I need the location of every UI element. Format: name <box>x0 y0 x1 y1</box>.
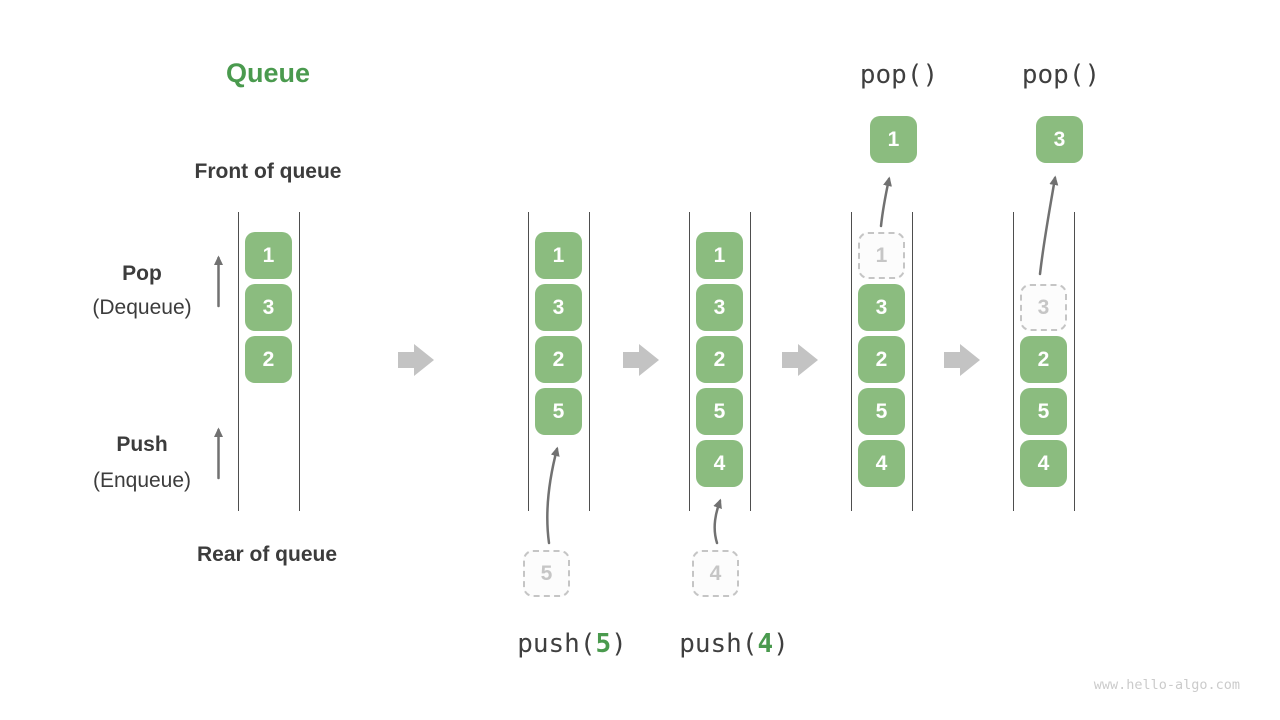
pop-1-arrow-icon <box>879 176 892 228</box>
op-text: ) <box>611 629 627 659</box>
pop-3-arrow-icon <box>1038 175 1059 276</box>
queue-cell: 4 <box>858 440 905 487</box>
queue-cell: 2 <box>245 336 292 383</box>
push-4-operation-label: push(4) <box>679 629 789 659</box>
incoming-cell: 4 <box>692 550 739 597</box>
op-text: push( <box>679 629 758 659</box>
queue-wall <box>911 212 913 511</box>
rear-of-queue-label: Rear of queue <box>196 543 338 566</box>
queue-cell: 1 <box>245 232 292 279</box>
queue-cell: 2 <box>696 336 743 383</box>
op-arg: 5 <box>595 629 612 659</box>
queue-cell: 2 <box>1020 336 1067 383</box>
popped-cell: 3 <box>1036 116 1083 163</box>
push-label: Push <box>116 433 168 456</box>
queue-cell: 5 <box>696 388 743 435</box>
queue-wall <box>1012 212 1014 511</box>
pop-operation-label: pop() <box>859 60 939 90</box>
ghost-cell: 1 <box>858 232 905 279</box>
queue-cell: 5 <box>858 388 905 435</box>
queue-cell: 3 <box>696 284 743 331</box>
queue-cell: 3 <box>535 284 582 331</box>
incoming-cell: 5 <box>523 550 570 597</box>
queue-wall <box>1073 212 1075 511</box>
queue-cell: 3 <box>858 284 905 331</box>
queue-cell: 4 <box>696 440 743 487</box>
queue-cell: 5 <box>535 388 582 435</box>
queue-cell: 3 <box>245 284 292 331</box>
transition-arrow-icon <box>944 344 980 376</box>
queue-cell: 2 <box>858 336 905 383</box>
pop-label: Pop <box>122 262 162 285</box>
push-5-operation-label: push(5) <box>517 629 627 659</box>
push-4-arrow-icon <box>713 498 722 545</box>
popped-cell: 1 <box>870 116 917 163</box>
dequeue-label: (Dequeue) <box>92 296 192 319</box>
queue-cell: 4 <box>1020 440 1067 487</box>
queue-wall <box>850 212 852 511</box>
push-5-arrow-icon <box>546 446 560 545</box>
queue-cell: 2 <box>535 336 582 383</box>
ghost-cell: 3 <box>1020 284 1067 331</box>
queue-cell: 1 <box>696 232 743 279</box>
op-text: push( <box>517 629 596 659</box>
op-text: ) <box>773 629 789 659</box>
queue-wall <box>527 212 529 511</box>
queue-wall <box>298 212 300 511</box>
watermark: www.hello-algo.com <box>1093 677 1240 693</box>
queue-cell: 5 <box>1020 388 1067 435</box>
diagram-title: Queue <box>225 58 311 88</box>
queue-wall <box>688 212 690 511</box>
front-of-queue-label: Front of queue <box>194 160 342 183</box>
op-arg: 4 <box>757 629 774 659</box>
queue-wall <box>237 212 239 511</box>
queue-wall <box>749 212 751 511</box>
pop-operation-label: pop() <box>1021 60 1101 90</box>
queue-wall <box>588 212 590 511</box>
queue-cell: 1 <box>535 232 582 279</box>
transition-arrow-icon <box>782 344 818 376</box>
transition-arrow-icon <box>623 344 659 376</box>
enqueue-label: (Enqueue) <box>92 469 192 492</box>
transition-arrow-icon <box>398 344 434 376</box>
